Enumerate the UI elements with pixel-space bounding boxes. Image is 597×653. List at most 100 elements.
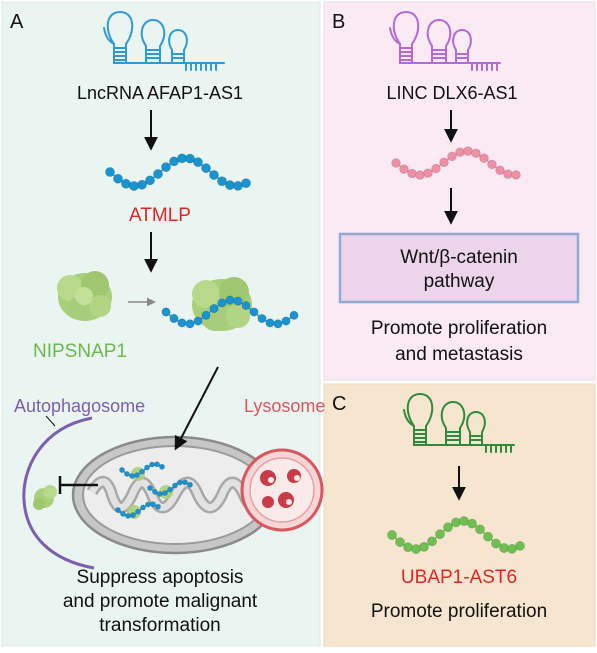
- pathway-line2: pathway: [424, 271, 495, 292]
- amino-acid-bead: [149, 462, 154, 467]
- amino-acid-bead: [210, 304, 218, 312]
- amino-acid-bead: [201, 163, 210, 172]
- nipsnap1-label: NIPSNAP1: [33, 341, 127, 362]
- amino-acid-bead: [170, 314, 178, 322]
- amino-acid-bead: [403, 543, 412, 552]
- amino-acid-bead: [139, 469, 144, 474]
- panel-b-outcome-line1: Promote proliferation: [371, 318, 547, 339]
- lysosome-label: Lysosome: [244, 396, 325, 416]
- amino-acid-bead: [515, 541, 524, 550]
- amino-acid-bead: [134, 472, 139, 477]
- amino-acid-bead: [130, 512, 135, 517]
- amino-acid-bead: [432, 164, 441, 173]
- amino-acid-bead: [435, 530, 444, 539]
- amino-acid-bead: [274, 320, 282, 328]
- amino-acid-bead: [194, 317, 202, 325]
- amino-acid-bead: [483, 532, 492, 541]
- amino-acid-bead: [266, 319, 274, 327]
- amino-acid-bead: [226, 296, 234, 304]
- panel-b-letter: B: [332, 11, 345, 33]
- amino-acid-bead: [209, 170, 218, 179]
- pathway-line1: Wnt/β-catenin: [400, 247, 518, 268]
- amino-acid-bead: [187, 482, 192, 487]
- amino-acid-bead: [282, 317, 290, 325]
- panel-c-outcome: Promote proliferation: [371, 601, 547, 622]
- amino-acid-bead: [464, 147, 473, 156]
- amino-acid-bead: [115, 507, 120, 512]
- panel-c-letter: C: [332, 393, 346, 415]
- amino-acid-bead: [129, 473, 134, 478]
- amino-acid-bead: [424, 169, 433, 178]
- amino-acid-bead: [159, 464, 164, 469]
- amino-acid-bead: [234, 297, 242, 305]
- amino-acid-bead: [162, 490, 167, 495]
- amino-acid-bead: [241, 179, 250, 188]
- amino-acid-bead: [488, 160, 497, 169]
- amino-acid-bead: [408, 169, 417, 178]
- amino-acid-bead: [480, 154, 489, 163]
- amino-acid-bead: [120, 511, 125, 516]
- panel-a-outcome-line1: Suppress apoptosis: [77, 567, 244, 588]
- amino-acid-bead: [182, 480, 187, 485]
- amino-acid-bead: [400, 165, 409, 174]
- amino-acid-bead: [172, 483, 177, 488]
- amino-acid-bead: [416, 171, 425, 180]
- amino-acid-bead: [387, 530, 396, 539]
- panel-a-outcome-line3: transformation: [99, 615, 220, 636]
- autophagosome-label: Autophagosome: [14, 396, 145, 416]
- amino-acid-bead: [467, 519, 476, 528]
- amino-acid-bead: [124, 471, 129, 476]
- amino-acid-bead: [144, 465, 149, 470]
- amino-acid-bead: [496, 166, 505, 175]
- amino-acid-bead: [218, 299, 226, 307]
- amino-acid-bead: [242, 301, 250, 309]
- amino-acid-bead: [456, 148, 465, 157]
- amino-acid-bead: [392, 159, 401, 168]
- amino-acid-bead: [161, 162, 170, 171]
- amino-acid-bead: [177, 480, 182, 485]
- amino-acid-bead: [250, 308, 258, 316]
- atmlp-label: ATMLP: [129, 205, 191, 226]
- amino-acid-bead: [150, 502, 155, 507]
- amino-acid-bead: [443, 523, 452, 532]
- amino-acid-bead: [258, 314, 266, 322]
- panel-b-outcome-line2: and metastasis: [395, 344, 523, 365]
- amino-acid-bead: [448, 152, 457, 161]
- ubap1-ast6-label: UBAP1-AST6: [401, 567, 517, 588]
- amino-acid-bead: [145, 502, 150, 507]
- amino-acid-bead: [145, 176, 154, 185]
- amino-acid-bead: [440, 158, 449, 167]
- amino-acid-bead: [119, 467, 124, 472]
- amino-acid-bead: [135, 509, 140, 514]
- amino-acid-bead: [162, 308, 170, 316]
- amino-acid-bead: [140, 505, 145, 510]
- amino-acid-bead: [290, 311, 298, 319]
- amino-acid-bead: [202, 311, 210, 319]
- amino-acid-bead: [427, 537, 436, 546]
- amino-acid-bead: [178, 319, 186, 327]
- amino-acid-bead: [512, 170, 521, 179]
- lncrna-afap1-as1-label: LncRNA AFAP1-AS1: [77, 83, 243, 103]
- panel-a-letter: A: [10, 11, 24, 33]
- amino-acid-bead: [504, 170, 513, 179]
- amino-acid-bead: [186, 320, 194, 328]
- amino-acid-bead: [475, 525, 484, 534]
- amino-acid-bead: [395, 538, 404, 547]
- amino-acid-bead: [113, 174, 122, 183]
- amino-acid-bead: [154, 462, 159, 467]
- amino-acid-bead: [147, 485, 152, 490]
- amino-acid-bead: [155, 504, 160, 509]
- amino-acid-bead: [152, 489, 157, 494]
- linc-dlx6-as1-label: LINC DLX6-AS1: [386, 83, 517, 103]
- amino-acid-bead: [193, 158, 202, 167]
- amino-acid-bead: [153, 169, 162, 178]
- amino-acid-bead: [167, 487, 172, 492]
- amino-acid-bead: [419, 542, 428, 551]
- amino-acid-bead: [105, 167, 114, 176]
- amino-acid-bead: [157, 491, 162, 496]
- amino-acid-bead: [125, 513, 130, 518]
- amino-acid-bead: [472, 149, 481, 158]
- lysosome-icon: [242, 450, 322, 530]
